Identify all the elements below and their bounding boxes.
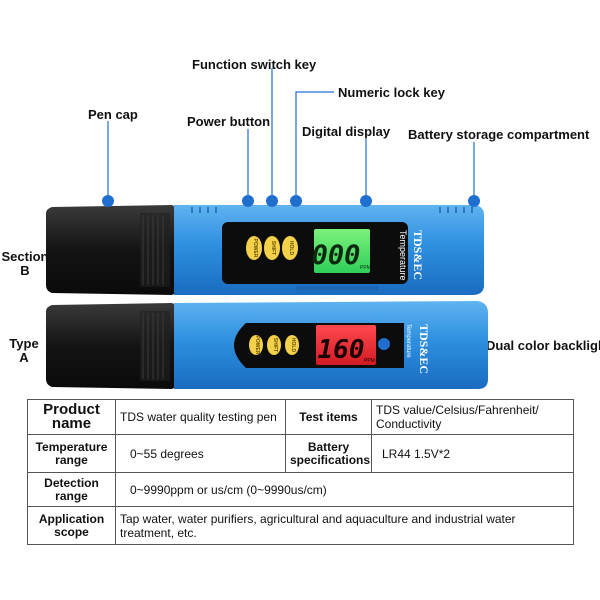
device-section-b: POWER SHIFT HOLD 000 PPM TDS&EC Temperat… — [46, 205, 484, 295]
numeric-lock-key-dot — [290, 195, 302, 207]
power-key-a[interactable] — [249, 335, 263, 355]
power-key-a-label: POWER — [254, 336, 260, 355]
battery-label: Battery specifications — [285, 434, 372, 473]
type-a-label: Type A — [6, 337, 42, 365]
battery-value: LR44 1.5V*2 — [371, 434, 574, 473]
detection-range-value: 0~9990ppm or us/cm (0~9990us/cm) — [115, 472, 574, 507]
shift-key-a-label: SHIFT — [272, 338, 278, 352]
lcd-display-a — [316, 325, 376, 365]
digital-display-dot — [360, 195, 372, 207]
dual-color-backlight-dot — [378, 338, 390, 350]
product-name-value: TDS water quality testing pen — [115, 399, 286, 435]
hold-key-b[interactable] — [282, 236, 298, 260]
battery-storage-compartment-label: Battery storage compartment — [408, 127, 590, 142]
numeric-lock-key-label: Numeric lock key — [338, 85, 445, 100]
table-row: Detection range 0~9990ppm or us/cm (0~99… — [27, 472, 574, 507]
test-items-label: Test items — [285, 399, 372, 435]
digital-display-label: Digital display — [302, 124, 391, 139]
power-key-b-label: POWER — [252, 239, 258, 258]
temperature-range-label: Temperature range — [27, 434, 116, 473]
table-row: Temperature range 0~55 degrees Battery s… — [27, 434, 574, 473]
product-name-label: Product name — [27, 399, 116, 435]
brand-b: TDS&EC — [411, 230, 425, 280]
hold-key-b-label: HOLD — [288, 241, 294, 256]
shift-key-a[interactable] — [267, 335, 281, 355]
section-b-line2: B — [20, 263, 30, 278]
section-b-line1: Section — [1, 249, 49, 264]
application-scope-value: Tap water, water purifiers, agricultural… — [115, 506, 574, 545]
application-scope-label: Application scope — [27, 506, 116, 545]
hold-key-a[interactable] — [285, 335, 299, 355]
lcd-unit-b: PPM — [360, 265, 371, 271]
device-type-a: POWER SHIFT HOLD 160 PPM TDS&EC Temperat… — [46, 301, 488, 389]
dual-color-backlight-label: Dual color backlight — [486, 338, 600, 353]
shift-key-b[interactable] — [264, 236, 280, 260]
power-button-dot — [242, 195, 254, 207]
function-switch-key-dot — [266, 195, 278, 207]
lcd-value-a: 160 — [318, 335, 365, 365]
section-b-label: Section B — [0, 250, 50, 278]
table-row: Product name TDS water quality testing p… — [27, 399, 574, 435]
type-a-line2: A — [19, 350, 29, 365]
callout-dots — [102, 195, 480, 350]
pen-cap-dot — [102, 195, 114, 207]
lcd-unit-a: PPM — [364, 358, 375, 364]
brand-a: TDS&EC — [417, 324, 431, 374]
power-key-b[interactable] — [246, 236, 262, 260]
table-row: Application scope Tap water, water purif… — [27, 506, 574, 545]
pen-cap-label: Pen cap — [88, 107, 138, 122]
type-a-line1: Type — [9, 336, 39, 351]
shift-key-b-label: SHIFT — [270, 241, 276, 255]
subtitle-a: Temperature — [405, 324, 411, 358]
test-items-value: TDS value/Celsius/Fahrenheit/ Conductivi… — [371, 399, 574, 435]
spec-table: Product name TDS water quality testing p… — [27, 399, 574, 545]
function-switch-key-label: Function switch key — [192, 57, 317, 72]
device-diagram: POWER SHIFT HOLD 000 PPM TDS&EC Temperat… — [46, 68, 488, 389]
lcd-value-b: 000 — [312, 240, 361, 271]
power-button-label: Power button — [187, 114, 271, 129]
battery-compartment-dot — [468, 195, 480, 207]
hold-key-a-label: HOLD — [290, 338, 296, 353]
subtitle-b: Temperature — [398, 230, 408, 281]
lcd-display-b — [314, 229, 370, 273]
detection-range-label: Detection range — [27, 472, 116, 507]
temperature-range-value: 0~55 degrees — [115, 434, 286, 473]
